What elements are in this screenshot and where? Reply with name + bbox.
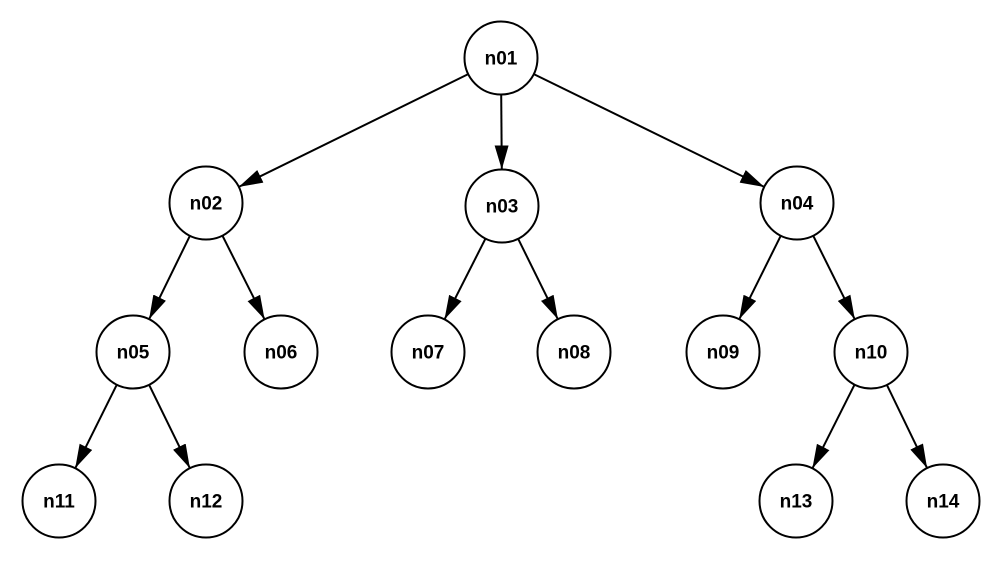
tree-node-n14: n14 xyxy=(905,463,981,539)
node-circle-n01 xyxy=(463,20,539,96)
tree-node-n13: n13 xyxy=(758,463,834,539)
tree-node-n03: n03 xyxy=(464,168,540,244)
node-label-n04: n04 xyxy=(781,194,814,215)
node-label-n09: n09 xyxy=(707,343,740,364)
node-label-n02: n02 xyxy=(190,194,223,215)
tree-node-n01: n01 xyxy=(463,20,539,96)
node-label-n11: n11 xyxy=(43,492,75,513)
node-circle-n07 xyxy=(390,314,466,390)
node-label-n03: n03 xyxy=(486,197,519,218)
node-label-n01: n01 xyxy=(485,49,518,70)
tree-node-n05: n05 xyxy=(95,314,171,390)
tree-node-n08: n08 xyxy=(536,314,612,390)
node-label-n06: n06 xyxy=(265,343,298,364)
tree-node-n06: n06 xyxy=(243,314,319,390)
edge-n10-n14 xyxy=(885,384,929,469)
tree-node-n04: n04 xyxy=(759,165,835,241)
node-label-n12: n12 xyxy=(190,492,223,513)
edge-n05-n11 xyxy=(74,384,118,469)
edges-layer xyxy=(74,73,929,469)
node-label-n05: n05 xyxy=(117,343,150,364)
node-circle-n12 xyxy=(168,463,244,539)
node-circle-n06 xyxy=(243,314,319,390)
edge-n01-n02 xyxy=(238,73,469,188)
tree-node-n12: n12 xyxy=(168,463,244,539)
edge-n01-n04 xyxy=(533,73,765,188)
node-label-n07: n07 xyxy=(412,343,445,364)
node-circle-n10 xyxy=(833,314,909,390)
edge-n03-n08 xyxy=(517,238,559,320)
node-circle-n05 xyxy=(95,314,171,390)
node-circle-n03 xyxy=(464,168,540,244)
edge-n01-n03 xyxy=(494,94,509,170)
node-circle-n08 xyxy=(536,314,612,390)
node-label-n08: n08 xyxy=(558,343,591,364)
node-circle-n13 xyxy=(758,463,834,539)
tree-node-n11: n11 xyxy=(21,463,97,539)
edge-n10-n13 xyxy=(811,384,856,469)
node-circle-n14 xyxy=(905,463,981,539)
node-label-n10: n10 xyxy=(855,343,888,364)
edge-n04-n09 xyxy=(738,235,782,320)
tree-node-n02: n02 xyxy=(168,165,244,241)
node-label-n14: n14 xyxy=(927,492,960,513)
node-circle-n11 xyxy=(21,463,97,539)
node-circle-n09 xyxy=(685,314,761,390)
tree-node-n07: n07 xyxy=(390,314,466,390)
node-label-n13: n13 xyxy=(780,492,813,513)
edge-n02-n06 xyxy=(221,235,266,320)
edge-n02-n05 xyxy=(148,235,191,320)
tree-node-n09: n09 xyxy=(685,314,761,390)
tree-node-n10: n10 xyxy=(833,314,909,390)
edge-n03-n07 xyxy=(443,238,487,320)
node-circle-n04 xyxy=(759,165,835,241)
edge-n05-n12 xyxy=(148,384,191,469)
node-circle-n02 xyxy=(168,165,244,241)
nodes-layer: n01 n02 n03 n04 n05 n06 n07 n08 n09 n10 n11 n12 n13 n… xyxy=(21,20,981,539)
edge-n04-n10 xyxy=(812,235,856,320)
